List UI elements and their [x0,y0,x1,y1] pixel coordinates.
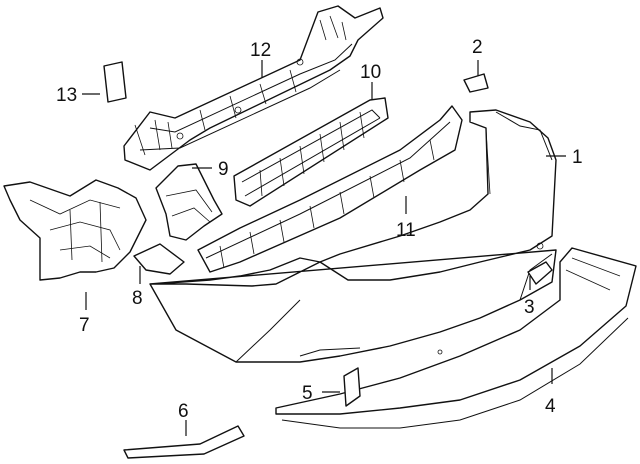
part-7-side-bracket [3,179,147,281]
part-10-absorber [233,97,389,207]
callout-numbers: 1 2 3 4 5 6 7 8 9 10 11 12 13 [56,37,583,422]
callout-13: 13 [56,85,77,106]
callout-6: 6 [178,401,189,422]
part-1-bumper-cover [149,109,557,363]
part-8-bracket [133,243,185,275]
callout-8: 8 [132,288,143,309]
part-2-bracket [463,73,489,93]
callout-4: 4 [545,396,556,417]
callout-10: 10 [360,62,381,83]
part-12-reinforcement-bar [123,5,384,171]
callout-7: 7 [79,315,90,336]
callout-1: 1 [572,147,583,168]
leader-lines [82,60,566,436]
callout-9: 9 [218,159,229,180]
part-9-mount-bracket [155,163,223,241]
part-13-plate [103,61,127,103]
callout-11: 11 [396,220,416,241]
part-4-lower-valance [275,247,637,429]
callout-2: 2 [472,37,483,58]
part-3-clip [527,261,553,285]
callout-12: 12 [250,40,271,61]
callout-5: 5 [302,383,313,404]
callout-3: 3 [524,297,535,318]
part-11-lower-absorber [197,105,463,273]
part-5-reflector [343,367,361,407]
part-6-trim-strip [123,425,245,459]
